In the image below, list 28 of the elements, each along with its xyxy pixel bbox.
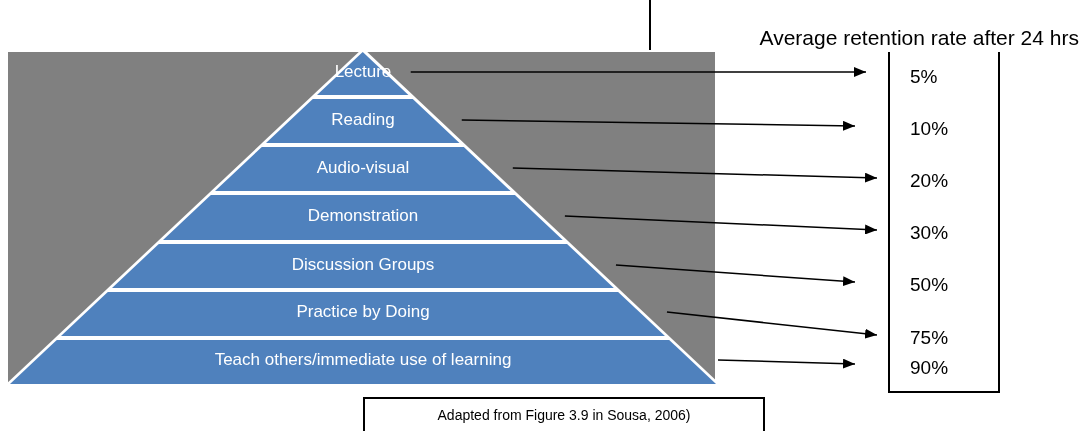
pyramid-band <box>266 99 460 143</box>
pyramid-band <box>215 147 511 191</box>
band-label: Audio-visual <box>315 159 411 176</box>
pyramid-band <box>10 340 716 384</box>
band-label: Discussion Groups <box>290 256 436 273</box>
retention-percentage: 10% <box>910 119 949 138</box>
retention-percentage: 90% <box>910 358 949 377</box>
arrow <box>717 358 856 369</box>
retention-percentage: 75% <box>910 328 949 347</box>
arrow <box>409 67 867 77</box>
arrow <box>666 311 878 339</box>
retention-percentage: 5% <box>910 67 938 86</box>
retention-percentage: 30% <box>910 223 949 242</box>
arrow <box>461 119 856 131</box>
arrow <box>564 215 878 235</box>
band-label: Reading <box>330 111 396 128</box>
band-label: Teach others/immediate use of learning <box>213 351 513 368</box>
arrow <box>615 264 856 287</box>
pyramid-band <box>163 195 563 240</box>
retention-heading: Average retention rate after 24 hrs <box>759 27 1079 48</box>
pyramid-band <box>61 292 665 336</box>
band-label: Demonstration <box>306 207 420 224</box>
retention-percentage: 50% <box>910 275 949 294</box>
arrow <box>512 167 878 183</box>
retention-percentage: 20% <box>910 171 949 190</box>
band-label: Practice by Doing <box>295 303 431 320</box>
source-note <box>363 397 765 431</box>
source-text: Adapted from Figure 3.9 in Sousa, 2006) <box>437 405 691 425</box>
